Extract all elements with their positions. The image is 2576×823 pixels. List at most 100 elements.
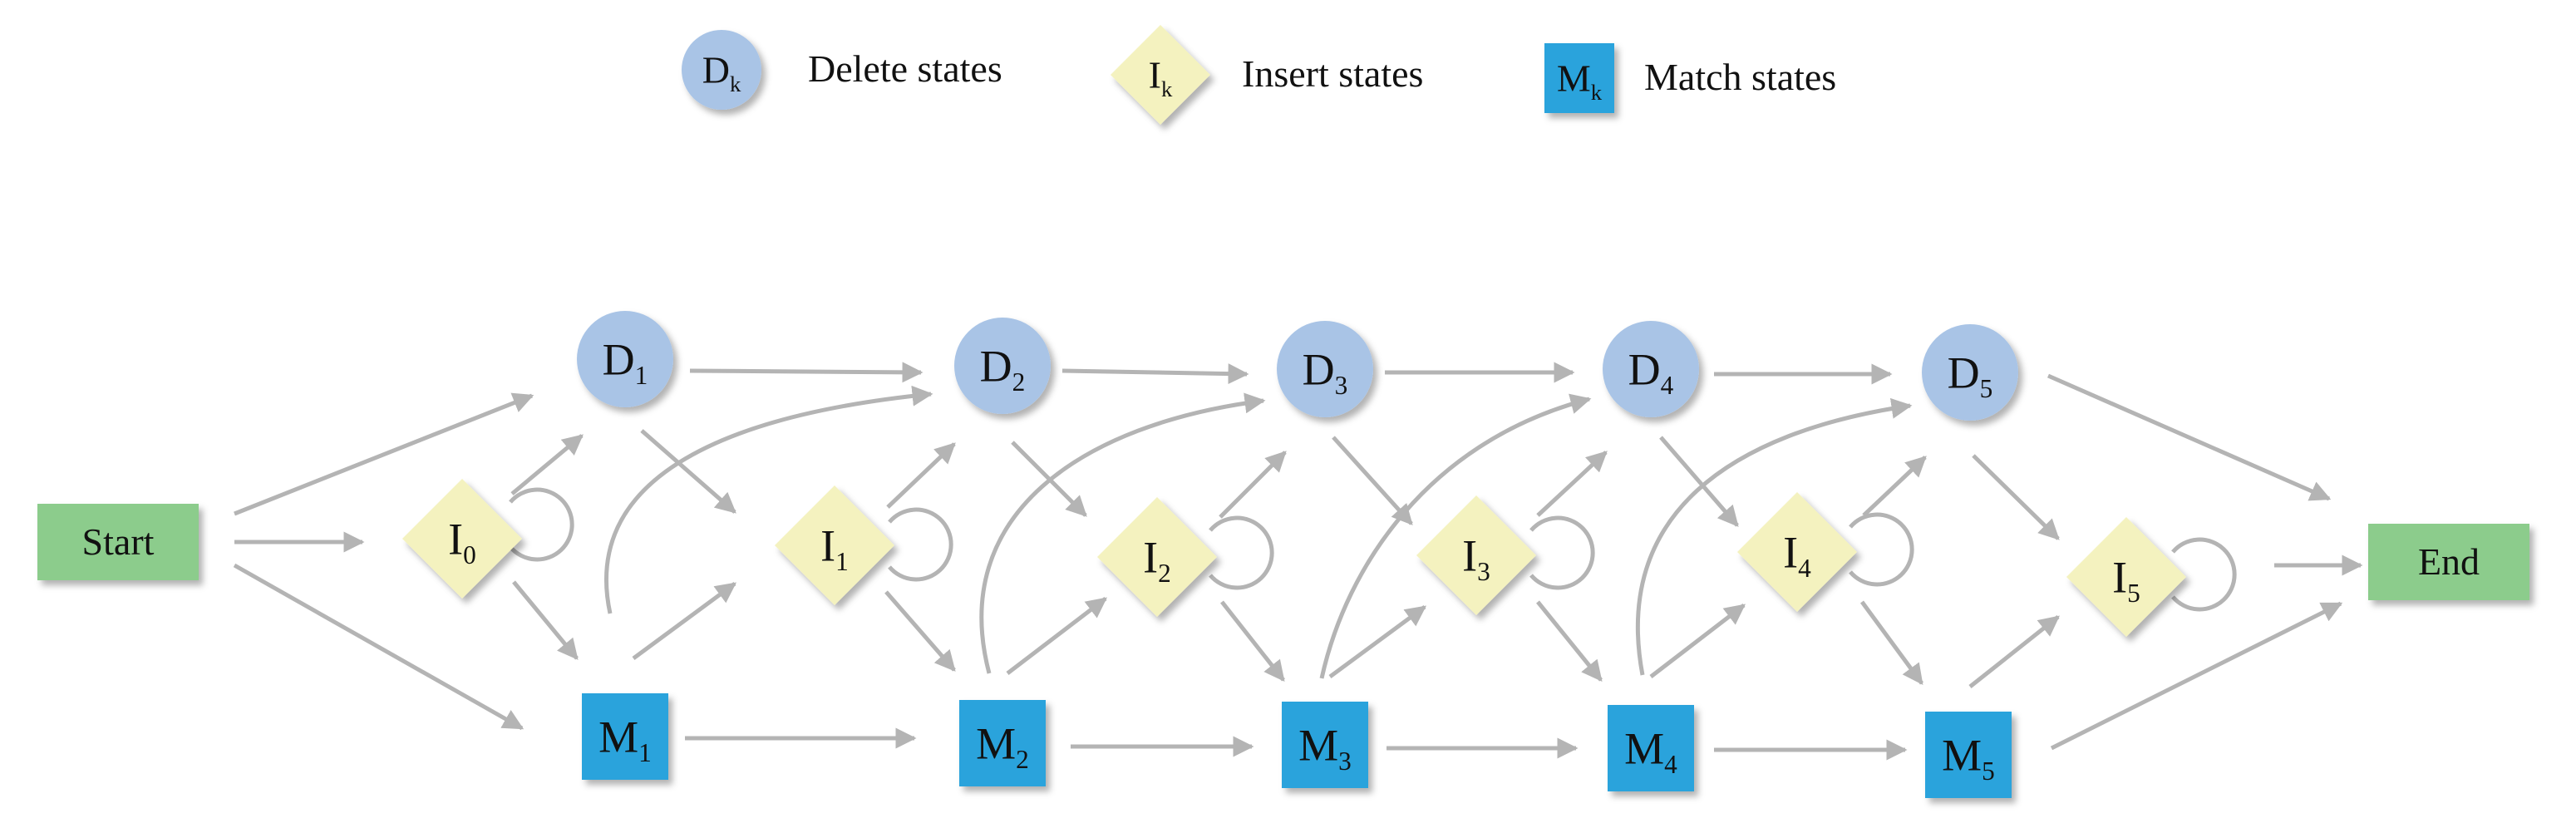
match-state-label: M3: [1298, 720, 1352, 776]
legend-item-insert-states: Ik Insert states: [1111, 25, 1423, 125]
end-node: End: [2368, 524, 2529, 600]
start-label: Start: [82, 520, 155, 563]
match-state-m4: M4: [1608, 705, 1694, 791]
edge-i0-to-m1: [512, 580, 579, 660]
edge-i3-to-m4: [1536, 600, 1603, 682]
match-square: [959, 700, 1046, 786]
insert-state-label: I4: [1783, 527, 1811, 583]
insert-state-label: I0: [448, 514, 476, 569]
delete-state-d2: D2: [954, 318, 1051, 414]
edge-m4-to-d5: [1635, 397, 1913, 676]
match-state-m1: M1: [582, 693, 668, 780]
edge-m1-to-i1: [632, 581, 737, 661]
edge-d3-to-i3: [1332, 436, 1413, 525]
edge-m2-to-i2: [1006, 597, 1107, 675]
delete-state-label: D3: [1303, 344, 1348, 400]
self-loop-i5: [2171, 537, 2237, 612]
insert-diamond: [2066, 517, 2186, 637]
legend: Dk Delete states Ik Insert states Mk Match st…: [682, 25, 1836, 125]
legend-symbol: Mk: [1557, 57, 1603, 105]
delete-state-label: D5: [1948, 347, 1993, 403]
edge-d5-to-i5: [1972, 454, 2060, 540]
insert-diamond: [775, 485, 894, 605]
start-box: [37, 504, 199, 580]
edge-i1-to-d2: [886, 442, 956, 509]
match-square: [1282, 702, 1368, 788]
edge-start-to-d1: [234, 392, 534, 516]
edge-m5-to-i5: [1968, 615, 2060, 688]
start-node: Start: [37, 504, 199, 580]
insert-state-label: I1: [820, 520, 849, 576]
edge-i2-to-m3: [1220, 600, 1285, 682]
self-loop-i3: [1529, 515, 1595, 590]
insert-state-i0: I0: [402, 479, 522, 599]
legend-square-icon: [1544, 43, 1614, 113]
edge-d1-to-i1: [640, 429, 736, 514]
edge-m1-to-d2: [604, 385, 933, 614]
match-state-m3: M3: [1282, 702, 1368, 788]
insert-state-label: I2: [1143, 532, 1171, 588]
edge-start-to-m1: [233, 563, 525, 731]
end-label: End: [2418, 540, 2480, 583]
self-loop-i2: [1209, 515, 1274, 590]
legend-label: Match states: [1644, 56, 1836, 98]
legend-symbol: Ik: [1149, 54, 1173, 101]
insert-state-label: I3: [1462, 530, 1490, 586]
delete-circle: [954, 318, 1051, 414]
edge-i4-to-m5: [1859, 600, 1924, 686]
match-state-label: M1: [598, 712, 652, 767]
edge-i1-to-m2: [884, 590, 956, 672]
legend-item-delete-states: Dk Delete states: [682, 30, 1002, 110]
delete-state-d3: D3: [1277, 321, 1373, 417]
edge-d5-to-end: [2047, 373, 2332, 501]
insert-state-i4: I4: [1737, 492, 1857, 612]
transition-edges: [233, 362, 2363, 761]
delete-circle: [1922, 324, 2018, 421]
match-state-m2: M2: [959, 700, 1046, 786]
delete-circle: [1603, 321, 1699, 417]
insert-diamond: [1416, 495, 1536, 615]
legend-diamond-icon: [1111, 25, 1210, 125]
insert-state-i1: I1: [775, 485, 894, 605]
insert-diamond: [402, 479, 522, 599]
edge-m5-to-end: [2050, 601, 2343, 751]
edge-i2-to-d3: [1219, 451, 1287, 519]
self-loop-i4: [1849, 512, 1914, 587]
edge-d2-to-d3: [1061, 363, 1249, 385]
delete-state-d1: D1: [577, 311, 673, 407]
match-state-label: M5: [1942, 730, 1995, 786]
delete-circle: [1277, 321, 1373, 417]
edge-m2-to-d3: [979, 392, 1266, 674]
match-square: [582, 693, 668, 780]
insert-state-i3: I3: [1416, 495, 1536, 615]
end-box: [2368, 524, 2529, 600]
edge-m3-to-d4: [1319, 393, 1592, 679]
delete-state-d5: D5: [1922, 324, 2018, 421]
delete-state-label: D4: [1628, 344, 1674, 400]
self-loop-i0: [509, 487, 574, 562]
insert-diamond: [1737, 492, 1857, 612]
insert-state-i5: I5: [2066, 517, 2186, 637]
legend-item-match-states: Mk Match states: [1544, 43, 1836, 113]
edge-i0-to-d1: [510, 434, 584, 495]
insert-state-i2: I2: [1097, 497, 1217, 617]
edge-d4-to-i4: [1659, 436, 1739, 527]
match-state-m5: M5: [1925, 712, 2012, 798]
delete-state-label: D1: [603, 334, 648, 390]
legend-symbol: Dk: [702, 49, 741, 96]
match-square: [1925, 712, 2012, 798]
edge-i4-to-d5: [1862, 456, 1927, 517]
delete-state-label: D2: [980, 341, 1026, 397]
edge-m4-to-i4: [1649, 604, 1746, 678]
legend-label: Insert states: [1242, 52, 1423, 95]
self-loop-i1: [888, 507, 953, 582]
edge-i3-to-d4: [1536, 451, 1608, 517]
edge-d1-to-d2: [689, 362, 924, 383]
legend-label: Delete states: [808, 47, 1002, 90]
delete-circle: [577, 311, 673, 407]
match-state-label: M4: [1624, 723, 1677, 779]
edge-m3-to-i3: [1328, 604, 1427, 679]
insert-diamond: [1097, 497, 1217, 617]
